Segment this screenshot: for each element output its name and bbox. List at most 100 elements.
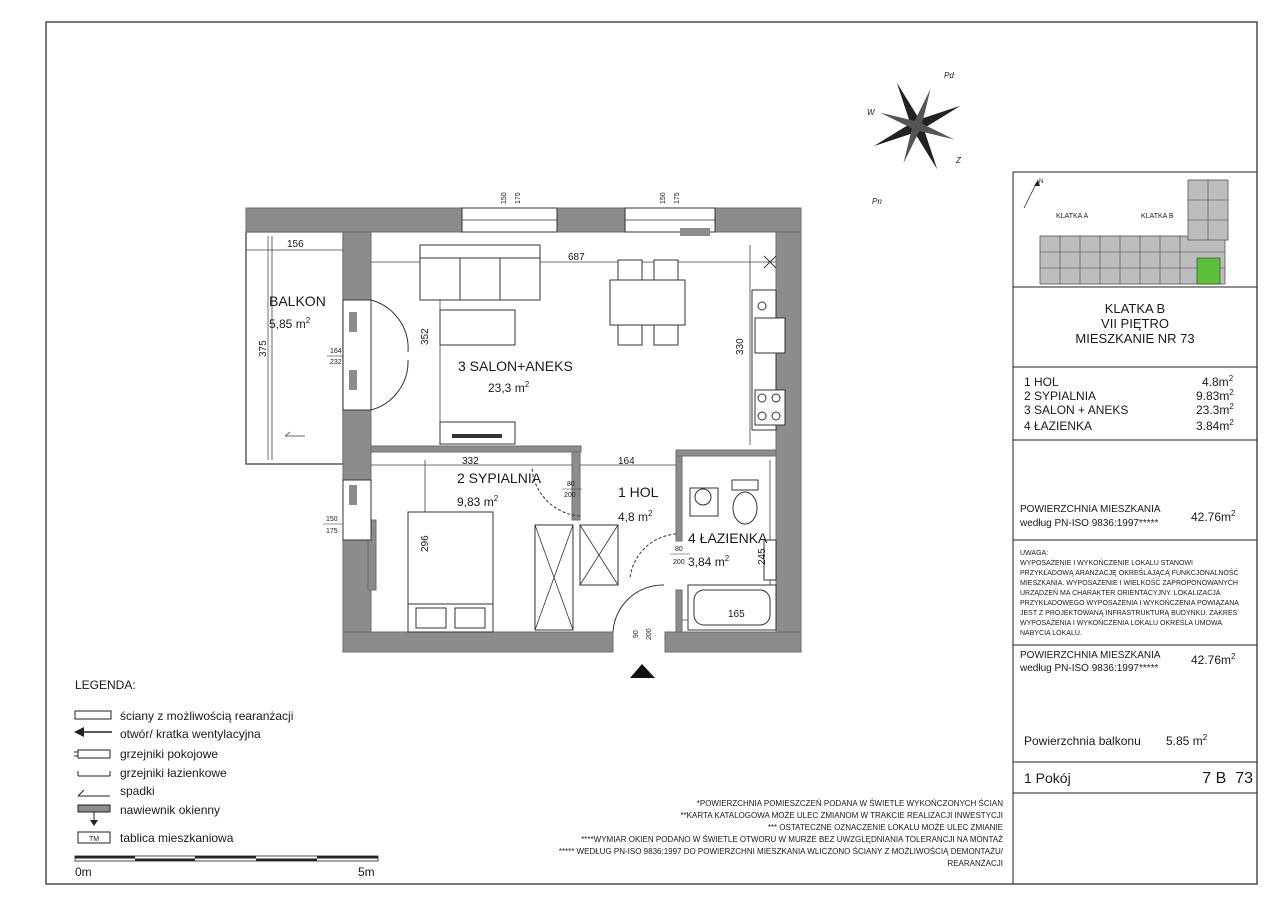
svg-text:5,85 m2: 5,85 m2 xyxy=(269,316,311,331)
dim-salon-width: 687 xyxy=(568,252,585,263)
keyplan-stairwell-a: KLATKA A xyxy=(1056,213,1088,220)
dim-balcony-depth: 375 xyxy=(258,340,269,357)
footer-code: 7 B 73 xyxy=(1202,770,1253,787)
bathroom-radiator-icon xyxy=(77,771,111,777)
svg-text:23,3 m2: 23,3 m2 xyxy=(488,380,530,395)
svg-text:URZĄDZEŃ MA CHARAKTER ORIENTAC: URZĄDZEŃ MA CHARAKTER ORIENTACYJNY. LOKA… xyxy=(1020,588,1221,597)
legend: LEGENDA: ściany z możliwością rearanżacj… xyxy=(74,678,293,845)
svg-text:****WYMIAR OKIEN PODANO W ŚWIE: ****WYMIAR OKIEN PODANO W ŚWIETLE OTWORU… xyxy=(581,835,1003,844)
legend-label: spadki xyxy=(120,784,155,798)
svg-text:200: 200 xyxy=(646,628,653,640)
legend-title: LEGENDA: xyxy=(75,678,136,692)
svg-text:**KARTA KATALOGOWA MOŻE ULEC Z: **KARTA KATALOGOWA MOŻE ULEC ZMIANOM W T… xyxy=(680,811,1003,820)
room-list-name: 1 HOL xyxy=(1024,375,1059,389)
legend-label: grzejniki łazienkowe xyxy=(120,766,227,780)
balcony-name: BALKON xyxy=(269,293,326,309)
room-list-area: 9.83m xyxy=(1196,389,1229,403)
svg-text:NABYCIA LOKALU.: NABYCIA LOKALU. xyxy=(1020,630,1082,637)
vent-arrow-icon xyxy=(74,727,112,737)
footnotes: *POWIERZCHNIA POMIESZCZEŃ PODANA W ŚWIET… xyxy=(559,799,1004,868)
slope-icon xyxy=(77,789,110,797)
dim-salon-left: 352 xyxy=(420,328,431,345)
keyplan-stairwell-b: KLATKA B xyxy=(1141,213,1174,220)
compass-w-label: W xyxy=(867,108,876,117)
note-block: UWAGA: WYPOSAŻENIE I WYKOŃCZENIE LOKALU … xyxy=(1020,550,1239,637)
salon-name: 3 SALON+ANEKS xyxy=(458,358,573,374)
title-stairwell: KLATKA B xyxy=(1105,301,1165,316)
wall-swatch-icon xyxy=(74,710,112,720)
svg-text:150: 150 xyxy=(660,192,667,204)
keyplan-north: N xyxy=(1039,179,1043,185)
room-list-name: 2 SYPIALNIA xyxy=(1024,389,1096,403)
legend-label: tablica mieszkaniowa xyxy=(120,831,234,845)
sheet-frame xyxy=(45,21,1258,885)
area1-label-line1: POWIERZCHNIA MIESZKANIA xyxy=(1020,504,1161,515)
area2-label-line1: POWIERZCHNIA MIESZKANIA xyxy=(1020,650,1161,661)
room-list-area: 3.84m xyxy=(1196,419,1229,433)
room-list-area: 4.8m xyxy=(1202,375,1229,389)
svg-text:4,8 m2: 4,8 m2 xyxy=(618,509,653,524)
svg-text:80: 80 xyxy=(567,481,575,488)
svg-text:3.84m2: 3.84m2 xyxy=(1196,418,1234,433)
area2-value: 42.76m xyxy=(1191,653,1231,667)
compass-pd-label: Pd xyxy=(944,71,954,80)
svg-text:150: 150 xyxy=(501,192,508,204)
svg-text:164: 164 xyxy=(330,348,342,355)
bath-area: 3,84 m xyxy=(688,555,725,569)
svg-text:3,84 m2: 3,84 m2 xyxy=(688,554,730,569)
area2-label-line2: według PN-ISO 9836:1997***** xyxy=(1019,663,1159,674)
dim-bath-depth: 245 xyxy=(757,548,768,565)
room-radiator-icon xyxy=(74,749,111,759)
svg-text:REARANŻACJI: REARANŻACJI xyxy=(947,859,1003,868)
svg-text:9,83 m2: 9,83 m2 xyxy=(457,494,499,509)
hall-area: 4,8 m xyxy=(618,510,648,524)
dim-bath-width: 165 xyxy=(728,609,745,620)
note-heading: UWAGA: xyxy=(1020,550,1048,557)
svg-text:200: 200 xyxy=(673,559,685,566)
svg-text:175: 175 xyxy=(674,192,681,204)
legend-label: otwór/ kratka wentylacyjna xyxy=(120,727,261,741)
balcony-area-value: 5.85 m xyxy=(1166,734,1203,748)
dim-balcony-width: 156 xyxy=(287,239,304,250)
svg-text:WYPOSAŻENIA I WYKOŃCZENIA LOKA: WYPOSAŻENIA I WYKOŃCZENIA LOKALU OKREŚLA… xyxy=(1020,618,1222,627)
svg-text:23.3m2: 23.3m2 xyxy=(1196,402,1234,417)
area1-label-line2: według PN-ISO 9836:1997***** xyxy=(1019,518,1159,529)
svg-text:200: 200 xyxy=(564,492,576,499)
room-list: 1 HOL 4.8m2 2 SYPIALNIA 9.83m2 3 SALON +… xyxy=(1024,374,1234,433)
svg-text:9.83m2: 9.83m2 xyxy=(1196,388,1234,403)
dim-hall-width: 164 xyxy=(618,456,635,467)
scale-start: 0m xyxy=(75,865,92,879)
tm-plate-icon: TM xyxy=(77,831,111,844)
svg-text:*** OSTATECZNE OZNACZENIE LOKA: *** OSTATECZNE OZNACZENIE LOKALU MOŻE UL… xyxy=(768,823,1003,832)
svg-text:4.8m2: 4.8m2 xyxy=(1202,374,1234,389)
floor-plan: BALKON 5,85 m2 3 SALON+ANEKS 23,3 m2 2 S… xyxy=(245,192,802,678)
compass-rose: Pd W Z Pn xyxy=(867,71,962,206)
svg-text:42.76m2: 42.76m2 xyxy=(1191,652,1236,667)
svg-text:PRZYKŁADOWĄ ARANŻACJĘ OKREŚLAJ: PRZYKŁADOWĄ ARANŻACJĘ OKREŚLAJĄCĄ FUNKCJ… xyxy=(1020,568,1239,577)
footer-rooms: 1 Pokój xyxy=(1024,770,1071,786)
dim-bedroom-width: 332 xyxy=(462,456,479,467)
compass-z-label: Z xyxy=(955,156,962,165)
svg-text:***** WEDŁUG PN-ISO 9836:1997: ***** WEDŁUG PN-ISO 9836:1997 DO POWIERZ… xyxy=(559,847,1004,856)
svg-text:42.76m2: 42.76m2 xyxy=(1191,509,1236,524)
bedroom-name: 2 SYPIALNIA xyxy=(457,470,542,486)
bedroom-area: 9,83 m xyxy=(457,495,494,509)
dim-salon-right: 330 xyxy=(735,338,746,355)
balcony-area: 5,85 m xyxy=(269,317,306,331)
svg-text:90: 90 xyxy=(633,630,640,638)
svg-text:175: 175 xyxy=(326,528,338,535)
hall-name: 1 HOL xyxy=(618,484,659,500)
scale-bar: 0m 5m xyxy=(74,855,379,879)
svg-text:5.85 m2: 5.85 m2 xyxy=(1166,733,1208,748)
room-list-area: 23.3m xyxy=(1196,403,1229,417)
salon-area: 23,3 m xyxy=(488,381,525,395)
svg-text:150: 150 xyxy=(326,516,338,523)
area1-value: 42.76m xyxy=(1191,510,1231,524)
tm-plate-text: TM xyxy=(89,836,99,843)
compass-pn-label: Pn xyxy=(872,197,882,206)
svg-text:WYPOSAŻENIE I WYKOŃCZENIE LOKA: WYPOSAŻENIE I WYKOŃCZENIE LOKALU STANOWI xyxy=(1020,558,1193,567)
svg-text:PRZYKŁADOWEGO WYPOSAŻENIA I WY: PRZYKŁADOWEGO WYPOSAŻENIA I WYKOŃCZENIA … xyxy=(1020,598,1239,607)
svg-text:JEST Z PROJEKTOWANĄ INFRASTRUK: JEST Z PROJEKTOWANĄ INFRASTRUKTURĄ BUDYN… xyxy=(1020,610,1238,617)
svg-text:80: 80 xyxy=(675,546,683,553)
